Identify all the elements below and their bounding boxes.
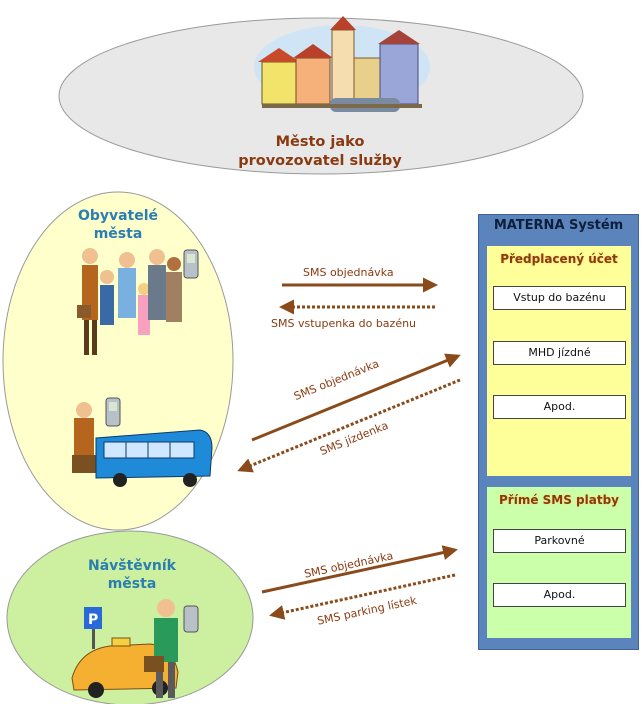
prepaid-item-etc: Apod. — [493, 395, 626, 419]
visitor-oval — [6, 530, 254, 704]
residents-title: Obyvatelé města — [58, 207, 178, 243]
visitor-title-line1: Návštěvník — [87, 558, 176, 574]
direct-item-parking: Parkovné — [493, 529, 626, 553]
arrow-bus-ticket — [237, 378, 461, 473]
svg-text:P: P — [88, 612, 98, 628]
label-pool-order: SMS objednávka — [303, 266, 394, 279]
city-title-line2: provozovatel služby — [238, 153, 402, 169]
label-pool-ticket: SMS vstupenka do bazénu — [271, 317, 417, 330]
city-title: Město jako provozovatel služby — [180, 133, 460, 171]
prepaid-item-pool: Vstup do bazénu — [493, 286, 626, 310]
prepaid-item-transport: MHD jízdné — [493, 341, 626, 365]
residents-title-line2: města — [93, 226, 143, 242]
direct-item-etc: Apod. — [493, 583, 626, 607]
arrow-bus-order — [251, 353, 461, 442]
direct-sms-section — [487, 487, 631, 638]
materna-system-title: MATERNA Systém — [493, 218, 624, 233]
taxi-visitor-illustration: P — [71, 599, 199, 698]
direct-sms-title: Přímé SMS platby — [499, 493, 619, 507]
visitor-title-line2: města — [107, 576, 157, 592]
prepaid-account-title: Předplacený účet — [500, 252, 618, 266]
residents-title-line1: Obyvatelé — [77, 208, 159, 224]
family-illustration — [77, 248, 199, 355]
visitor-title: Návštěvník města — [72, 557, 192, 593]
arrow-parking-order — [261, 545, 458, 594]
arrow-parking-ticket — [269, 573, 456, 620]
city-title-line1: Město jako — [275, 134, 365, 150]
city-buildings-illustration — [254, 16, 430, 112]
bus-illustration — [72, 397, 213, 487]
